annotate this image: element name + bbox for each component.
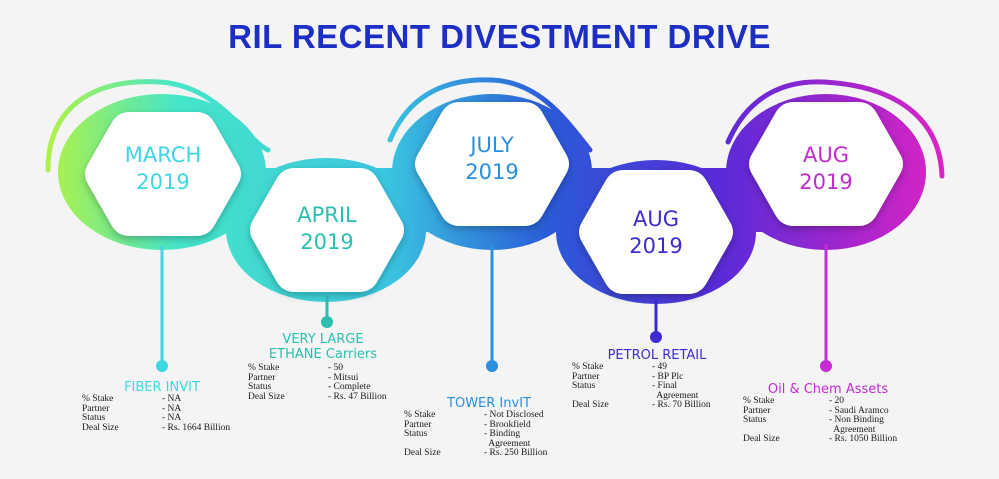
infographic-title: RIL RECENT DIVESTMENT DRIVE xyxy=(228,18,771,55)
connector-dot-1 xyxy=(156,360,168,372)
hex-date-2: APRIL 2019 xyxy=(257,202,397,256)
detail-heading-5: Oil & Chem Assets xyxy=(767,382,889,397)
hex-month-1: MARCH xyxy=(124,143,202,167)
hexagons xyxy=(85,102,903,294)
detail-row: Deal Size- Rs. 1664 Billion xyxy=(82,422,231,433)
detail-row: Partner- Saudi Aramco xyxy=(743,405,889,416)
hexagon-3 xyxy=(415,102,569,226)
hex-month-4: AUG xyxy=(632,207,679,231)
hex-month-5: AUG xyxy=(802,143,849,167)
hexagon-4 xyxy=(579,170,733,294)
detail-row: % Stake- 49 xyxy=(572,362,668,372)
detail-row: Deal Size- Rs. 250 Billion xyxy=(404,448,548,458)
hex-date-1: MARCH 2019 xyxy=(93,142,233,196)
hex-date-4: AUG 2019 xyxy=(586,206,726,260)
detail-heading-2b: ETHANE Carriers xyxy=(268,347,378,362)
detail-block-fiber: FIBER INVIT % Stake- NA Partner- NA Stat… xyxy=(82,380,262,433)
detail-row: % Stake- 20 xyxy=(743,396,845,406)
connector-dot-4 xyxy=(650,331,662,343)
detail-heading-1: FIBER INVIT xyxy=(124,380,200,395)
outer-arc-right xyxy=(725,79,945,179)
detail-block-ethane: VERY LARGE ETHANE Carriers % Stake- 50 P… xyxy=(248,332,418,402)
detail-heading-4: PETROL RETAIL xyxy=(607,348,707,363)
hexagon-1 xyxy=(85,112,241,236)
detail-row: Status- Binding xyxy=(404,429,521,439)
detail-block-tower: TOWER InvIT % Stake- Not Disclosed Partn… xyxy=(404,396,584,459)
hexagon-5 xyxy=(749,102,903,226)
hex-date-5: AUG 2019 xyxy=(756,142,896,196)
detail-row: Partner- Mitsui xyxy=(248,372,359,383)
detail-row: Status- Final xyxy=(572,381,678,391)
detail-row: Deal Size- Rs. 47 Billion xyxy=(248,391,387,402)
detail-row: Agreement xyxy=(829,424,876,435)
detail-block-petrol: PETROL RETAIL % Stake- 49 Partner- BP Pl… xyxy=(572,348,752,411)
detail-row: Agreement xyxy=(652,390,699,401)
connector-dot-3 xyxy=(486,360,498,372)
detail-block-oilchem: Oil & Chem Assets % Stake- 20 Partner- S… xyxy=(743,382,933,445)
hex-year-2: 2019 xyxy=(300,230,354,254)
detail-row: Status- NA xyxy=(82,413,182,423)
connector-dot-2 xyxy=(321,316,333,328)
connector-dot-5 xyxy=(820,360,832,372)
detail-row: Deal Size- Rs. 1050 Billion xyxy=(743,434,898,444)
detail-row: % Stake- NA xyxy=(82,394,182,404)
detail-row: % Stake- 50 xyxy=(248,363,344,373)
detail-row: Partner- Brookfield xyxy=(404,419,531,430)
detail-row: Deal Size- Rs. 70 Billion xyxy=(572,400,711,410)
hex-year-3: 2019 xyxy=(465,160,519,184)
hex-year-1: 2019 xyxy=(136,170,190,194)
detail-row: Partner- NA xyxy=(82,403,182,414)
hex-month-3: JULY xyxy=(470,133,514,157)
connectors xyxy=(156,244,832,372)
detail-row: Agreement xyxy=(484,438,531,449)
hex-year-4: 2019 xyxy=(629,234,683,258)
hex-year-5: 2019 xyxy=(799,170,853,194)
hex-month-2: APRIL xyxy=(297,203,357,227)
detail-heading-2a: VERY LARGE xyxy=(282,332,364,347)
detail-heading-3: TOWER InvIT xyxy=(447,396,531,411)
hex-date-3: JULY 2019 xyxy=(422,132,562,186)
hexagon-2 xyxy=(250,168,404,292)
detail-row: Status- Complete xyxy=(248,382,371,392)
detail-row: Status- Non Binding xyxy=(743,415,884,425)
detail-row: Partner- BP Plc xyxy=(572,371,684,382)
detail-row: % Stake- Not Disclosed xyxy=(404,410,544,420)
